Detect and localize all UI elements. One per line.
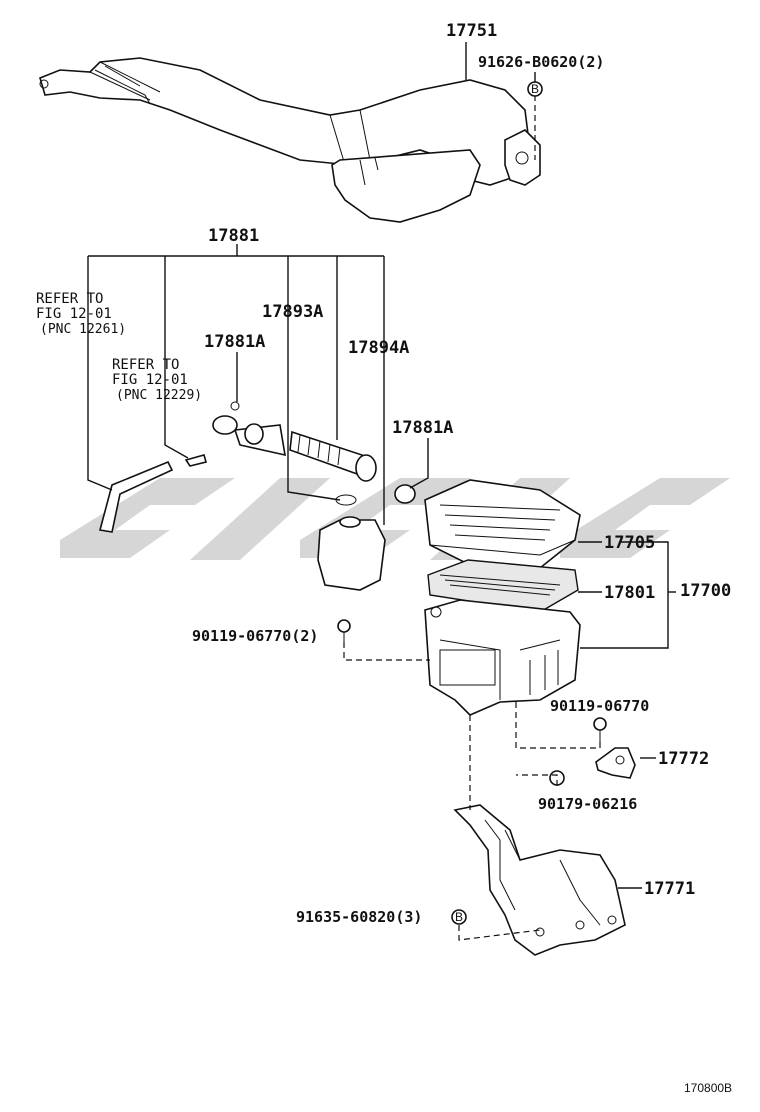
callout-17751: 17751 xyxy=(446,21,497,41)
callout-17700: 17700 xyxy=(680,581,731,601)
bracket-17772 xyxy=(595,747,636,779)
filter-element xyxy=(427,559,579,613)
svg-text:REFER TO: REFER TO xyxy=(36,291,103,307)
callout-90119-right: 90119-06770 xyxy=(550,697,649,715)
callout-90179: 90179-06216 xyxy=(538,795,637,813)
air-cleaner-cap xyxy=(424,479,581,571)
air-cleaner-case xyxy=(424,599,581,716)
fasteners xyxy=(337,619,607,786)
leader-lines xyxy=(87,42,676,941)
svg-text:FIG 12-01: FIG 12-01 xyxy=(36,306,112,322)
callout-17881A-right: 17881A xyxy=(392,418,453,438)
callout-17881A-left: 17881A xyxy=(204,332,265,352)
svg-text:REFER TO: REFER TO xyxy=(112,357,179,373)
support-bracket-17771 xyxy=(453,804,626,956)
callout-17881: 17881 xyxy=(208,226,259,246)
figure-code: 170800B xyxy=(684,1081,732,1095)
callout-17705: 17705 xyxy=(604,533,655,553)
svg-text:B: B xyxy=(531,82,539,96)
svg-text:(PNC 12261): (PNC 12261) xyxy=(40,322,126,337)
callout-91626: 91626-B0620(2) xyxy=(478,53,604,71)
callout-91635: 91635-60820(3) xyxy=(296,908,422,926)
refer-note-12261: REFER TO FIG 12-01 (PNC 12261) xyxy=(36,291,126,337)
svg-text:FIG 12-01: FIG 12-01 xyxy=(112,372,188,388)
callout-17772: 17772 xyxy=(658,749,709,769)
callout-17801: 17801 xyxy=(604,583,655,603)
svg-text:B: B xyxy=(455,910,463,924)
svg-text:(PNC 12229): (PNC 12229) xyxy=(116,388,202,403)
bolt-symbol-bottom: B xyxy=(451,909,467,925)
callout-17894A: 17894A xyxy=(348,338,409,358)
intake-duct-17751 xyxy=(39,57,541,223)
hose-group xyxy=(99,401,416,591)
callout-90119-left: 90119-06770(2) xyxy=(192,627,318,645)
callout-17771: 17771 xyxy=(644,879,695,899)
refer-note-12229: REFER TO FIG 12-01 (PNC 12229) xyxy=(112,357,202,403)
bolt-symbol-top: B xyxy=(527,81,543,97)
callout-17893A: 17893A xyxy=(262,302,323,322)
